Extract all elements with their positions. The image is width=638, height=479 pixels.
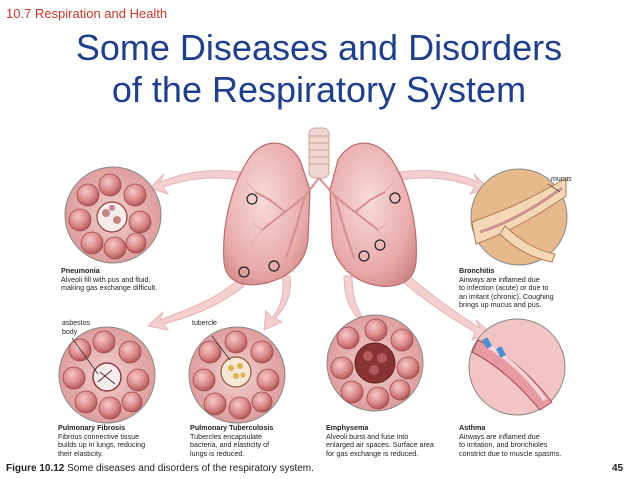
callout-arrows (146, 169, 494, 341)
caption-bronchitis-name: Bronchitis (459, 266, 495, 275)
caption-pulmonary-tuberculosis-desc: Tubercles encapsulate bacteria, and elas… (190, 431, 270, 458)
trachea (308, 127, 330, 179)
asbestos-label-line-1: asbestos (62, 320, 91, 327)
emphysema-illustration (326, 314, 424, 412)
marker-fibrosis (238, 266, 250, 278)
caption-emphysema-desc: Alveoli burst and fuse into enlarged air… (326, 431, 434, 458)
asbestos-label-line-2: body (62, 329, 78, 336)
tubercle-label: tubercle (192, 320, 217, 327)
caption-asthma-desc: Airways are inflamed due to irritation, … (459, 431, 562, 458)
caption-pulmonary-fibrosis: Pulmonary Fibrosis Fibrous connective ti… (58, 423, 146, 458)
arrow-bronchitis (399, 169, 489, 195)
caption-pneumonia-desc: Alveoli fill with pus and fluid, making … (61, 274, 158, 293)
arrow-tuberculosis (263, 275, 291, 331)
marker-bronchitis (389, 192, 401, 204)
slide-title-line-1: Some Diseases and Disorders (75, 27, 563, 68)
section-label: 10.7 Respiration and Health (6, 6, 168, 21)
figure-caption: Figure 10.12 Some diseases and disorders… (6, 463, 314, 474)
figure-label: Figure 10.12 (6, 463, 65, 474)
marker-asthma (374, 239, 386, 251)
caption-pulmonary-fibrosis-desc: Fibrous connective tissue builds up in l… (58, 431, 146, 458)
lungs (223, 142, 417, 287)
caption-asthma: Asthma Airways are inflamed due to irrit… (459, 423, 562, 458)
caption-pneumonia-name: Pneumonia (61, 266, 100, 275)
figure-caption-text: Some diseases and disorders of the respi… (67, 463, 314, 474)
slide-title-line-2: of the Respiratory System (111, 69, 527, 110)
pneumonia-illustration (64, 166, 162, 264)
arrow-pneumonia (149, 170, 241, 195)
caption-emphysema: Emphysema Alveoli burst and fuse into en… (326, 423, 434, 458)
left-lung (223, 142, 311, 286)
right-lung (329, 142, 417, 287)
caption-pulmonary-tuberculosis-name: Pulmonary Tuberculosis (190, 423, 274, 432)
asthma-illustration (468, 318, 566, 416)
caption-bronchitis: Bronchitis Airways are inflamed due to i… (459, 266, 554, 310)
marker-emphysema (358, 250, 370, 262)
page-number: 45 (612, 463, 624, 474)
caption-pneumonia: Pneumonia Alveoli fill with pus and flui… (61, 266, 158, 293)
fibrosis-illustration (58, 326, 156, 424)
tuberculosis-illustration (188, 326, 286, 424)
mucus-label: mucus (551, 176, 572, 183)
arrow-fibrosis (146, 279, 245, 331)
marker-pneumonia (246, 193, 258, 205)
caption-emphysema-name: Emphysema (326, 423, 369, 432)
caption-bronchitis-desc: Airways are inflamed due to infection (a… (459, 274, 554, 310)
caption-asthma-name: Asthma (459, 423, 486, 432)
caption-pulmonary-tuberculosis: Pulmonary Tuberculosis Tubercles encapsu… (190, 423, 274, 458)
bronchitis-illustration (470, 168, 568, 266)
caption-pulmonary-fibrosis-name: Pulmonary Fibrosis (58, 423, 126, 432)
marker-tuberculosis (268, 260, 280, 272)
